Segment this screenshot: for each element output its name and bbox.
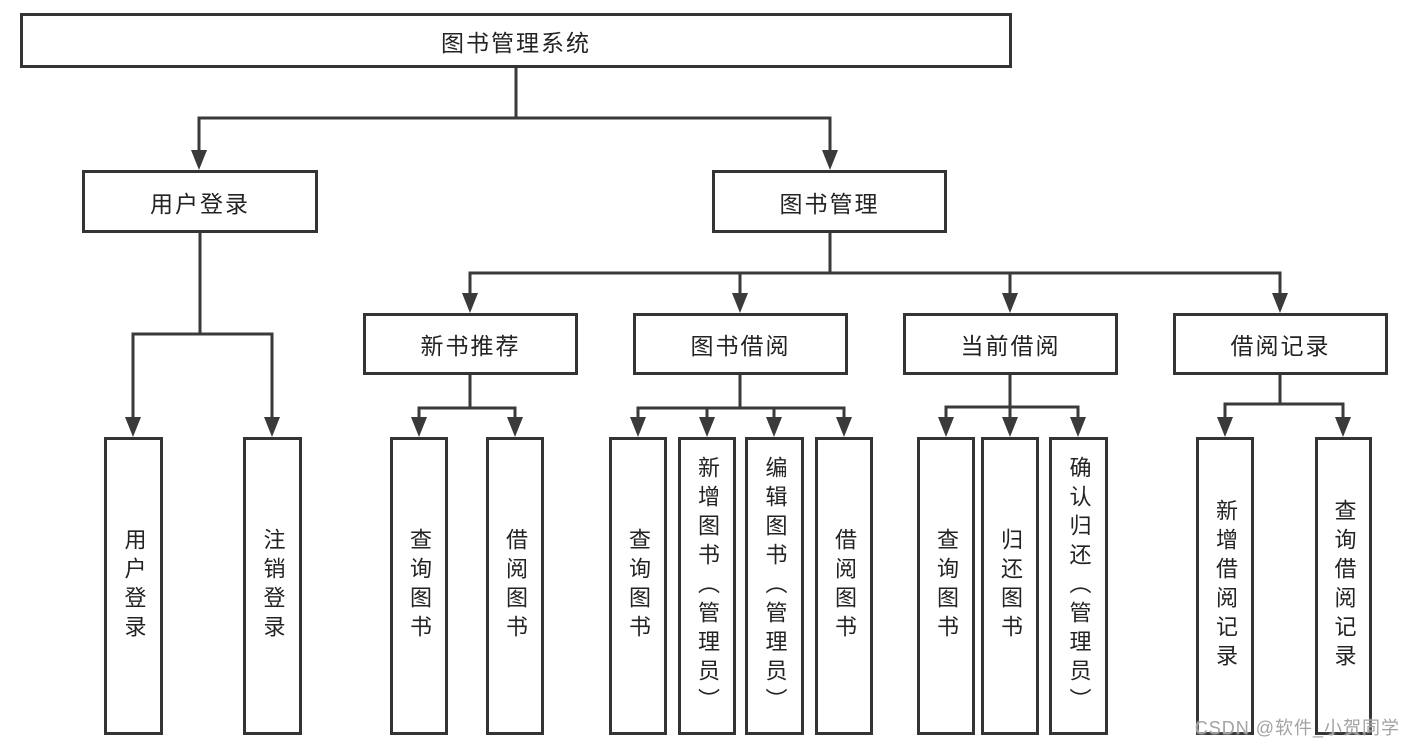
leaf-return-book: 归还图书 bbox=[981, 437, 1039, 735]
leaf-recommend-query-book: 查询图书 bbox=[390, 437, 448, 735]
leaf-return-book-label: 归还图书 bbox=[998, 528, 1023, 644]
node-book-management-label: 图书管理 bbox=[779, 190, 880, 217]
leaf-logout-label: 注销登录 bbox=[260, 528, 286, 644]
leaf-user-login-label: 用户登录 bbox=[121, 528, 147, 644]
leaf-borrow-query-book-label: 查询图书 bbox=[626, 528, 651, 644]
connector-borrow-children bbox=[636, 373, 846, 421]
node-current-borrow: 当前借阅 bbox=[903, 313, 1118, 375]
leaf-current-query-book-label: 查询图书 bbox=[934, 528, 959, 644]
leaf-user-login: 用户登录 bbox=[104, 437, 163, 735]
leaf-add-borrow-record: 新增借阅记录 bbox=[1196, 437, 1254, 735]
connector-user-login-children bbox=[131, 231, 274, 421]
connector-root-to-level2 bbox=[197, 66, 832, 154]
arrowheads bbox=[125, 150, 1351, 437]
leaf-query-borrow-record-label: 查询借阅记录 bbox=[1331, 499, 1357, 673]
connector-current-children bbox=[944, 373, 1080, 421]
node-new-book-recommend: 新书推荐 bbox=[363, 313, 578, 375]
node-borrow-record: 借阅记录 bbox=[1173, 313, 1388, 375]
node-book-management: 图书管理 bbox=[712, 170, 947, 233]
leaf-add-book-admin: 新增图书（管理员） bbox=[678, 437, 736, 735]
csdn-watermark: CSDN @软件_小贺同学 bbox=[1194, 718, 1400, 738]
node-user-login: 用户登录 bbox=[82, 170, 318, 233]
leaf-recommend-borrow-book-label: 借阅图书 bbox=[503, 528, 528, 644]
leaf-query-borrow-record: 查询借阅记录 bbox=[1315, 437, 1372, 735]
leaf-add-borrow-record-label: 新增借阅记录 bbox=[1213, 499, 1238, 673]
leaf-borrow-query-book: 查询图书 bbox=[609, 437, 667, 735]
node-root: 图书管理系统 bbox=[20, 13, 1012, 68]
node-new-book-recommend-label: 新书推荐 bbox=[420, 333, 521, 359]
connector-new-book-children bbox=[417, 373, 517, 421]
node-user-login-label: 用户登录 bbox=[150, 190, 250, 217]
leaf-confirm-return-admin: 确认归还（管理员） bbox=[1049, 437, 1108, 735]
leaf-logout: 注销登录 bbox=[243, 437, 302, 735]
leaf-recommend-borrow-book: 借阅图书 bbox=[486, 437, 544, 735]
connector-record-children bbox=[1223, 373, 1345, 421]
node-book-borrow: 图书借阅 bbox=[633, 313, 848, 375]
node-book-borrow-label: 图书借阅 bbox=[690, 333, 791, 359]
node-current-borrow-label: 当前借阅 bbox=[960, 333, 1061, 359]
leaf-edit-book-admin-label: 编辑图书（管理员） bbox=[762, 455, 788, 717]
connector-book-mgmt-children bbox=[468, 231, 1282, 297]
leaf-recommend-query-book-label: 查询图书 bbox=[407, 528, 432, 644]
leaf-current-query-book: 查询图书 bbox=[917, 437, 975, 735]
leaf-confirm-return-admin-label: 确认归还（管理员） bbox=[1066, 455, 1092, 717]
node-borrow-record-label: 借阅记录 bbox=[1230, 333, 1331, 359]
leaf-add-book-admin-label: 新增图书（管理员） bbox=[695, 455, 720, 717]
leaf-borrow-book: 借阅图书 bbox=[815, 437, 873, 735]
node-root-label: 图书管理系统 bbox=[441, 29, 591, 56]
leaf-borrow-book-label: 借阅图书 bbox=[832, 528, 857, 644]
leaf-edit-book-admin: 编辑图书（管理员） bbox=[745, 437, 804, 735]
